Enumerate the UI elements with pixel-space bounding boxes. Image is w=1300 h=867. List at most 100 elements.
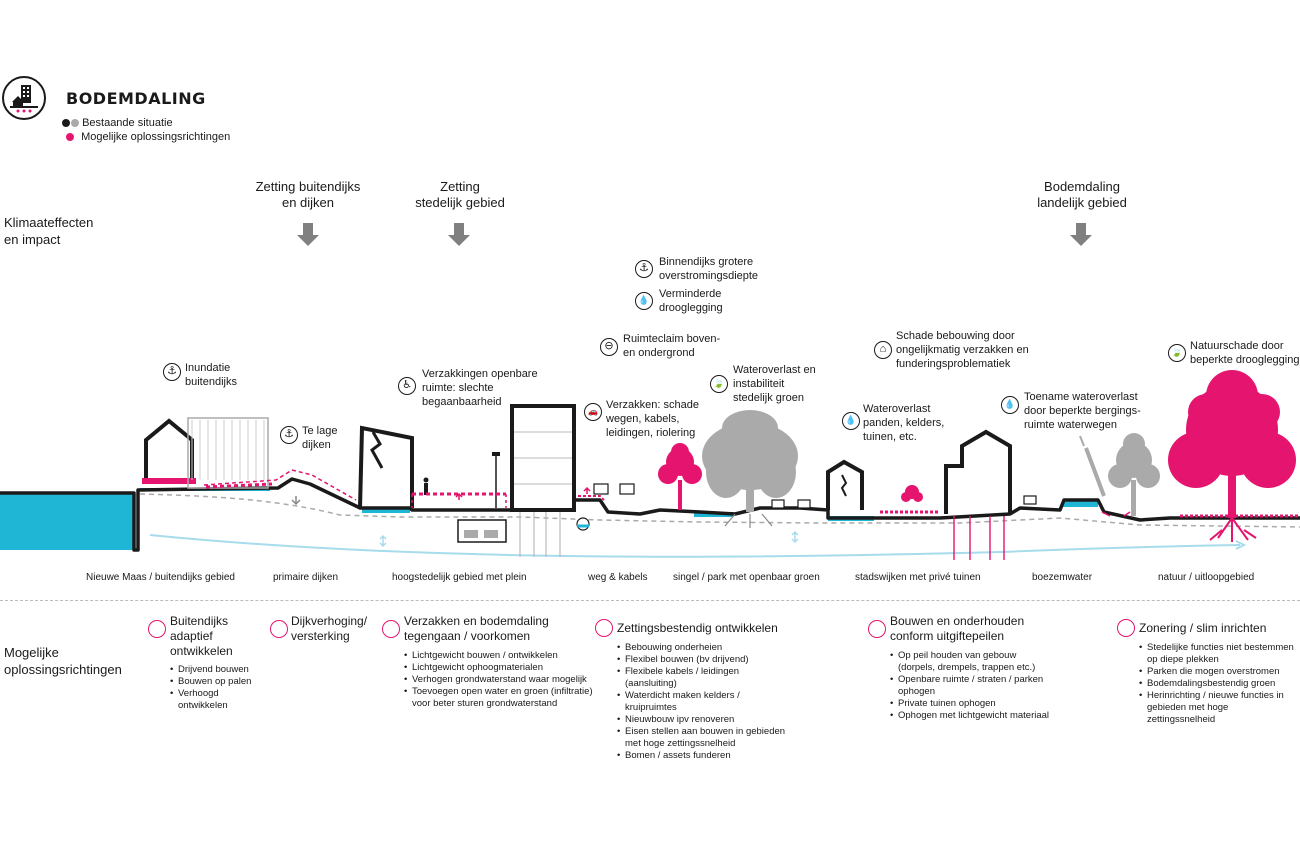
legend-label: Mogelijke oplossingsrichtingen xyxy=(81,131,231,143)
effect-line: Zetting xyxy=(440,179,480,194)
solutions-label-line: oplossingsrichtingen xyxy=(4,662,122,677)
solutions-label-line: Mogelijke xyxy=(4,645,59,660)
crane xyxy=(1084,447,1106,497)
legend-label: Bestaande situatie xyxy=(82,117,173,129)
solution-item: Flexibele kabels / leidingen (aansluitin… xyxy=(617,666,793,690)
cracked-building xyxy=(358,425,414,509)
solution-title: adaptief xyxy=(170,629,213,643)
solution-item: Ophogen met lichtgewicht materiaal xyxy=(890,710,1050,722)
effect-dikes: Zetting buitendijks en dijken xyxy=(238,179,378,211)
solution-item: Openbare ruimte / straten / parken ophog… xyxy=(890,674,1050,698)
solution-item: Verhoogd ontwikkelen xyxy=(170,688,258,712)
solution-uitgiftepeilen: Bouwen en onderhouden conform uitgiftepe… xyxy=(868,614,1058,722)
impact-line: door beperkte bergings- xyxy=(1024,405,1141,417)
groundwater-line xyxy=(139,493,1300,528)
effect-line: en dijken xyxy=(281,195,335,210)
impact-overstromingsdiepte: ⚓ Binnendijks grotere overstromingsdiepte xyxy=(635,255,758,283)
effect-urban: Zetting stedelijk gebied xyxy=(390,179,530,211)
impact-line: overstromingsdiepte xyxy=(659,270,759,282)
solution-item: Bodemdalingsbestendig groen xyxy=(1139,678,1299,690)
impact-ruimteclaim: ⊖ Ruimteclaim boven-en ondergrond xyxy=(600,332,720,360)
impact-line: ruimte waterwegen xyxy=(1024,419,1117,431)
solution-item: Nieuwbouw ipv renoveren xyxy=(617,714,793,726)
legend-dot-black xyxy=(62,119,70,128)
impact-line: Wateroverlast xyxy=(863,403,931,415)
flood-depth-icon: ⚓ xyxy=(635,260,653,278)
impact-line: Verzakkingen openbare xyxy=(422,368,538,380)
impact-line: Binnendijks grotere xyxy=(659,256,754,268)
zone-label: Nieuwe Maas / buitendijks gebied xyxy=(86,572,235,583)
solution-title: Zettingsbestendig ontwikkelen xyxy=(617,621,778,635)
flood-depth-icon: ⚓ xyxy=(163,363,181,381)
solution-item: Lichtgewicht ophoogmaterialen xyxy=(404,662,596,674)
impact-line: wegen, kabels, xyxy=(606,413,680,425)
impact-line: funderingsproblematiek xyxy=(896,358,1011,370)
solution-title: Dijkverhoging/ xyxy=(291,614,368,628)
car-icon: 🚗 xyxy=(584,403,602,421)
solution-item: Verhogen grondwaterstand waar mogelijk xyxy=(404,674,596,686)
solution-item: Drijvend bouwen xyxy=(170,664,258,676)
impact-line: Wateroverlast en xyxy=(733,364,816,376)
effect-line: stedelijk gebied xyxy=(415,195,505,210)
zone-label: weg & kabels xyxy=(588,572,648,583)
canal-water xyxy=(362,508,410,513)
pink-tree xyxy=(658,443,702,510)
solution-item: Parken die mogen overstromen xyxy=(1139,666,1299,678)
climate-label-line: en impact xyxy=(4,232,61,247)
solution-item: Waterdicht maken kelders / kruipruimtes xyxy=(617,690,793,714)
down-arrow-icon xyxy=(448,223,470,246)
river-water xyxy=(0,493,134,550)
zone-label: natuur / uitloopgebied xyxy=(1158,572,1255,583)
solution-circle-icon xyxy=(148,620,166,638)
solution-dijkverhoging: Dijkverhoging/ versterking xyxy=(270,614,380,644)
zone-label: primaire dijken xyxy=(273,572,339,583)
piled-house xyxy=(944,429,1012,514)
solution-item: Eisen stellen aan bouwen in gebieden met… xyxy=(617,726,793,750)
legend-dot-grey xyxy=(71,119,79,128)
down-arrow-icon xyxy=(297,223,319,246)
climate-label-line: Klimaateffecten xyxy=(4,215,94,230)
impact-line: en ondergrond xyxy=(623,347,695,359)
underground-icon: ⊖ xyxy=(600,338,618,356)
impact-line: Verminderde xyxy=(659,288,722,300)
page-title: BODEMDALING xyxy=(66,89,206,108)
impact-line: Verzakken: schade xyxy=(606,399,699,411)
boezem-water xyxy=(1062,500,1098,507)
solutions-label: Mogelijke oplossingsrichtingen xyxy=(4,644,122,678)
grey-tree xyxy=(1108,433,1160,516)
solution-buitendijks: Buitendijks adaptief ontwikkelen Drijven… xyxy=(148,614,258,712)
solution-circle-icon xyxy=(868,620,886,638)
impact-line: drooglegging xyxy=(659,302,723,314)
solution-zettingsbestendig: Zettingsbestendig ontwikkelen Bebouwing … xyxy=(595,614,795,762)
impact-line: stedelijk groen xyxy=(733,392,804,404)
solution-title: Buitendijks xyxy=(170,614,229,628)
impact-line: Te lage xyxy=(302,425,338,437)
solution-item: Herinrichting / nieuwe functies in gebie… xyxy=(1139,690,1299,726)
legend-solutions: Mogelijke oplossingsrichtingen xyxy=(66,130,230,144)
effect-line: Bodemdaling xyxy=(1044,179,1120,194)
impact-line: Toename wateroverlast xyxy=(1024,391,1138,403)
legend-dot-magenta xyxy=(66,133,74,142)
impact-line: tuinen, etc. xyxy=(863,431,917,443)
solution-title: Verzakken en bodemdaling xyxy=(404,614,549,628)
parking-garage xyxy=(457,519,507,543)
solution-item: Stedelijke functies niet bestemmen op di… xyxy=(1139,642,1299,666)
pink-shrub xyxy=(901,485,923,502)
zone-label: hoogstedelijk gebied met plein xyxy=(392,572,527,583)
solution-item: Lichtgewicht bouwen / ontwikkelen xyxy=(404,650,596,662)
big-pink-tree xyxy=(1168,370,1296,518)
grey-willow-tree xyxy=(702,410,798,512)
leaf-icon: 🍃 xyxy=(1168,344,1186,362)
down-arrow-icon xyxy=(1070,223,1092,246)
impact-line: panden, kelders, xyxy=(863,417,945,429)
effect-line: Zetting buitendijks xyxy=(255,179,361,194)
solution-title: tegengaan / voorkomen xyxy=(404,629,531,643)
effect-line: landelijk gebied xyxy=(1037,195,1127,210)
